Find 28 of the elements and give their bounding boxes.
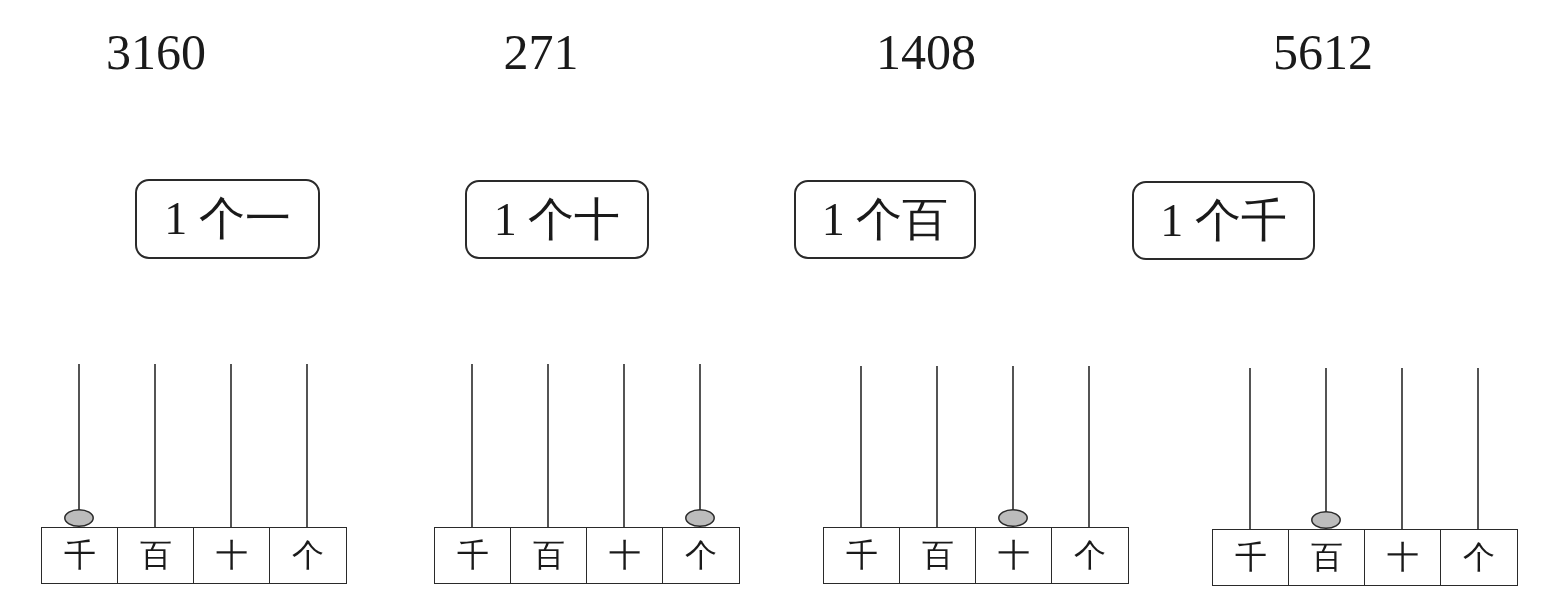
place-value-cell: 十 — [586, 527, 664, 584]
bead-icon — [685, 509, 715, 527]
number-label: 271 — [503, 27, 579, 77]
unit-card: 1 个百 — [794, 180, 976, 259]
bead-icon — [1311, 511, 1341, 529]
unit-card: 1 个千 — [1132, 181, 1315, 260]
number-label: 3160 — [106, 27, 206, 77]
number-label: 1408 — [876, 27, 976, 77]
place-value-cell: 千 — [434, 527, 512, 584]
place-value-cell: 十 — [975, 527, 1053, 584]
place-value-cell: 百 — [117, 527, 195, 584]
place-value-cell: 千 — [41, 527, 119, 584]
place-value-cell: 百 — [1288, 529, 1366, 586]
place-value-cell: 千 — [1212, 529, 1290, 586]
bead-icon — [998, 509, 1028, 527]
place-value-cell: 十 — [193, 527, 271, 584]
bead-icon — [64, 509, 94, 527]
place-value-cell: 百 — [510, 527, 588, 584]
unit-card: 1 个一 — [135, 179, 320, 259]
place-value-cell: 千 — [823, 527, 901, 584]
place-value-cell: 个 — [1440, 529, 1518, 586]
place-value-cell: 百 — [899, 527, 977, 584]
unit-card: 1 个十 — [465, 180, 649, 259]
place-value-cell: 个 — [662, 527, 740, 584]
place-value-cell: 个 — [1051, 527, 1129, 584]
place-value-cell: 个 — [269, 527, 347, 584]
place-value-cell: 十 — [1364, 529, 1442, 586]
number-label: 5612 — [1273, 27, 1373, 77]
